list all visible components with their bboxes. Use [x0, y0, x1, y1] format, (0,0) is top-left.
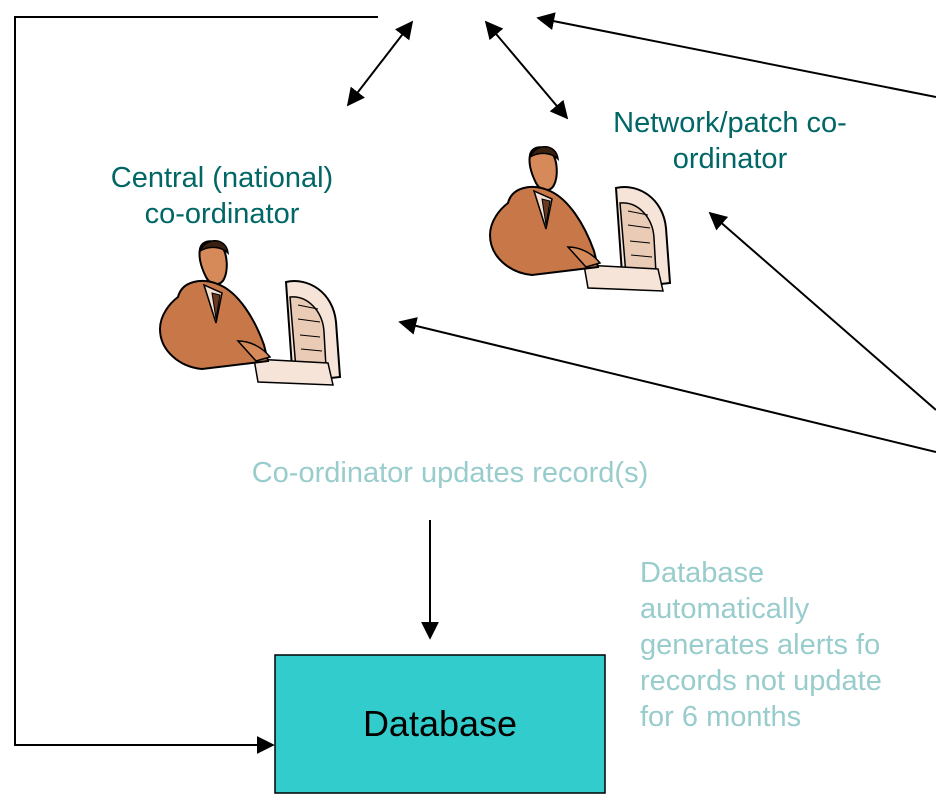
- database-alert-label-line: generates alerts fo: [640, 629, 881, 661]
- person-at-computer-icon: [488, 146, 672, 292]
- network-coordinator-label: Network/patch co- ordinator: [570, 105, 890, 177]
- database-alert-label-line: Database: [640, 557, 765, 589]
- network-coordinator-label-line: ordinator: [672, 143, 788, 175]
- alert-to-central-arrow: [398, 317, 936, 453]
- feedback-loop-arrow: [14, 16, 378, 754]
- database-alert-label-line: records not update: [640, 665, 882, 697]
- database-label: Database: [362, 703, 518, 744]
- alert-to-top-arrow: [536, 12, 936, 98]
- database-box: [274, 654, 606, 794]
- person-at-computer-icon: [158, 240, 342, 386]
- central-coordinator-double-arrow: [346, 20, 414, 107]
- database-alert-label-line: automatically: [640, 593, 810, 625]
- central-coordinator-label-line: co-ordinator: [144, 198, 300, 230]
- alert-to-network-arrow: [708, 211, 936, 411]
- database-alert-label-line: for 6 months: [640, 701, 802, 733]
- central-coordinator-label: Central (national) co-ordinator: [62, 160, 382, 232]
- database-alert-label: Database automatically generates alerts …: [640, 555, 936, 735]
- network-coordinator-label-line: Network/patch co-: [613, 107, 847, 139]
- coordinator-update-label: Co-ordinator updates record(s): [251, 457, 649, 489]
- central-coordinator-label-line: Central (national): [110, 162, 334, 194]
- network-coordinator-double-arrow: [484, 20, 569, 120]
